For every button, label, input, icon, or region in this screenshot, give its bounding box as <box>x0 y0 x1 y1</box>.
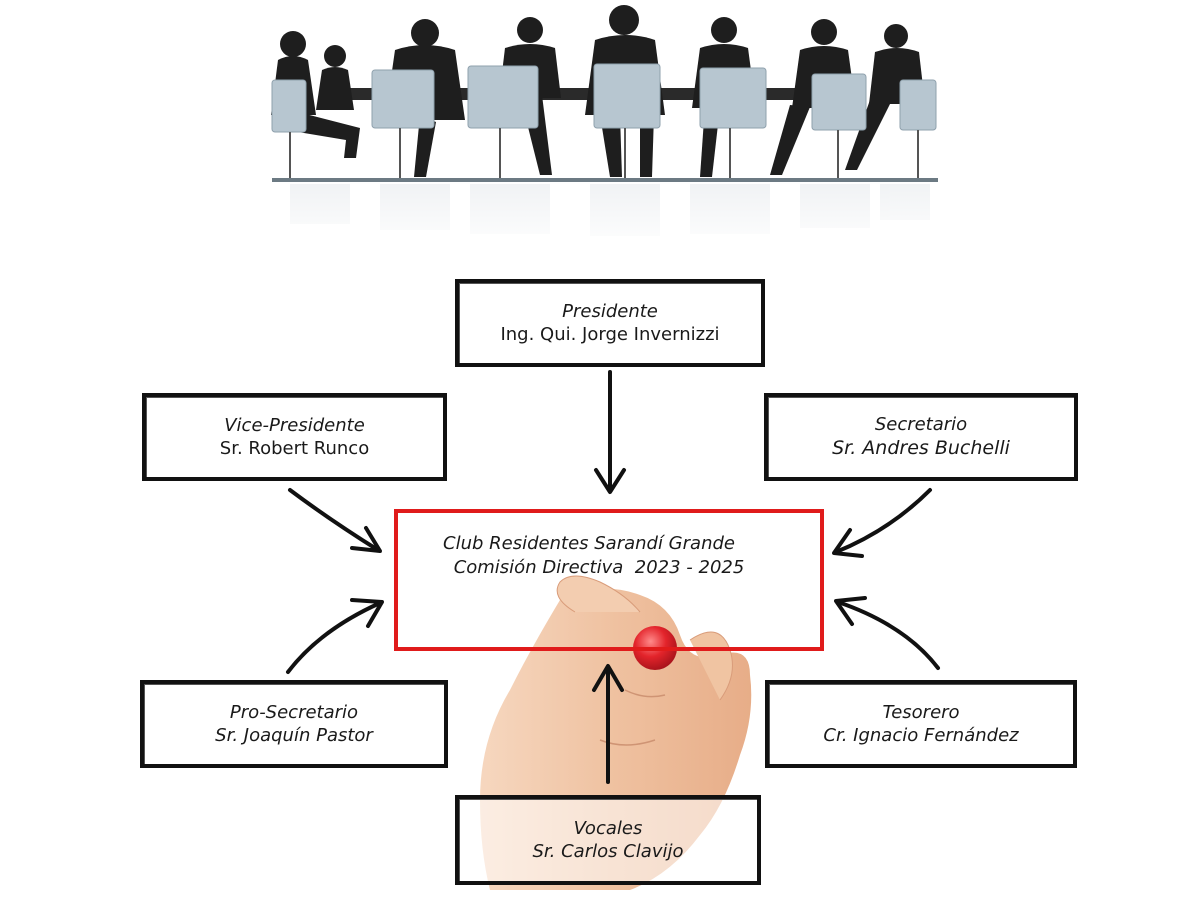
vocals-role: Vocales <box>573 817 643 839</box>
vice-president-name: Sr. Robert Runco <box>219 438 370 459</box>
treasurer-box: Tesorero Cr. Ignacio Fernández <box>765 680 1077 768</box>
vice-president-role: Vice-Presidente <box>224 414 365 436</box>
pro-secretary-name: Sr. Joaquín Pastor <box>215 725 373 746</box>
arrow-pro-secretary <box>286 601 382 674</box>
pro-secretary-box: Pro-Secretario Sr. Joaquín Pastor <box>140 680 448 768</box>
president-name: Ing. Qui. Jorge Invernizzi <box>500 324 720 345</box>
arrow-secretary <box>834 488 932 554</box>
secretary-role: Secretario <box>874 413 968 435</box>
treasurer-name: Cr. Ignacio Fernández <box>823 725 1019 746</box>
pro-secretary-role: Pro-Secretario <box>229 701 359 723</box>
arrow-treasurer <box>836 600 940 670</box>
meeting-photo <box>271 5 938 252</box>
secretary-name: Sr. Andres Buchelli <box>832 437 1010 460</box>
center-title-line2: Comisión Directiva 2023 - 2025 <box>453 557 745 579</box>
vocals-box: Vocales Sr. Carlos Clavijo <box>455 795 761 885</box>
vocals-name: Sr. Carlos Clavijo <box>532 841 684 862</box>
president-box: Presidente Ing. Qui. Jorge Invernizzi <box>455 279 765 367</box>
secretary-box: Secretario Sr. Andres Buchelli <box>764 393 1078 481</box>
center-title: Club Residentes Sarandí Grande Comisión … <box>394 532 824 581</box>
vice-president-box: Vice-Presidente Sr. Robert Runco <box>142 393 447 481</box>
center-title-line1: Club Residentes Sarandí Grande <box>443 533 735 554</box>
president-role: Presidente <box>562 300 658 322</box>
center-title-box <box>394 509 824 651</box>
arrow-vice-president <box>288 488 380 552</box>
treasurer-role: Tesorero <box>882 701 960 723</box>
